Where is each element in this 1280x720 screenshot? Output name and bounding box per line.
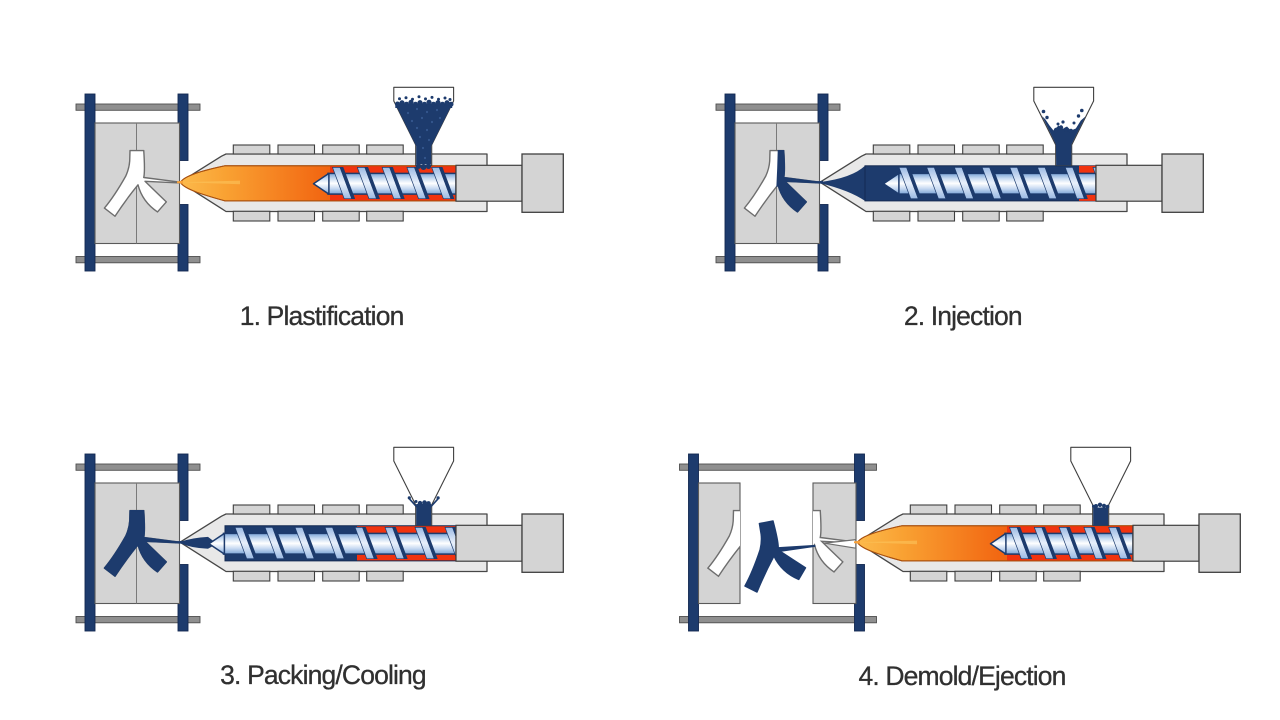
svg-text:2. Injection: 2. Injection [904, 301, 1022, 331]
svg-text:4. Demold/Ejection: 4. Demold/Ejection [858, 661, 1065, 691]
svg-text:1. Plastification: 1. Plastification [240, 301, 404, 331]
svg-text:3. Packing/Cooling: 3. Packing/Cooling [220, 660, 426, 690]
